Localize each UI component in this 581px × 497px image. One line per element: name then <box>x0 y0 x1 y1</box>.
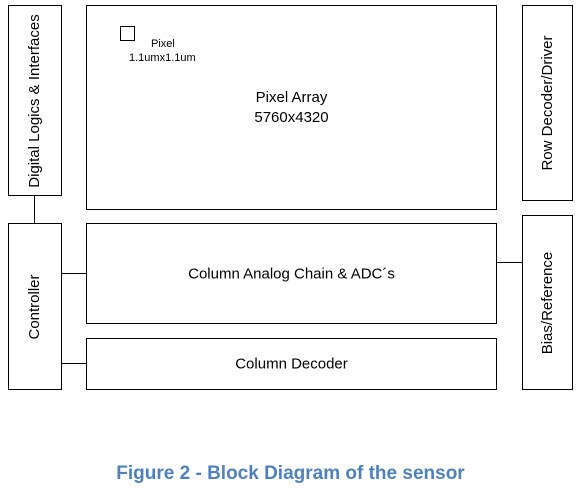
controller-block: Controller <box>8 223 62 390</box>
digital-logics-label: Digital Logics & Interfaces <box>26 13 43 188</box>
column-chain-block: Column Analog Chain & ADC´s <box>86 223 497 324</box>
bias-reference-label: Bias/Reference <box>538 251 556 354</box>
pixel-label: Pixel <box>151 38 175 50</box>
column-decoder-label: Column Decoder <box>235 355 348 373</box>
column-decoder-block: Column Decoder <box>86 338 497 390</box>
connector-column-chain-bias <box>497 262 522 264</box>
controller-label: Controller <box>26 273 43 340</box>
connector-controller-column-chain <box>62 273 86 275</box>
bias-reference-block: Bias/Reference <box>522 215 573 390</box>
pixel-array-block: Pixel 1.1umx1.1um Pixel Array 5760x4320 <box>86 5 497 210</box>
digital-logics-block: Digital Logics & Interfaces <box>8 5 62 196</box>
connector-digital-controller <box>34 196 36 223</box>
pixel-size-label: 1.1umx1.1um <box>129 52 196 64</box>
column-chain-label: Column Analog Chain & ADC´s <box>188 265 395 282</box>
pixel-array-title: Pixel Array <box>255 89 328 106</box>
pixel-array-size: 5760x4320 <box>254 109 329 126</box>
row-decoder-block: Row Decoder/Driver <box>522 5 573 201</box>
row-decoder-label: Row Decoder/Driver <box>538 35 556 171</box>
pixel-square <box>120 26 135 41</box>
figure-caption: Figure 2 - Block Diagram of the sensor <box>116 463 465 484</box>
connector-controller-column-decoder <box>62 363 86 365</box>
